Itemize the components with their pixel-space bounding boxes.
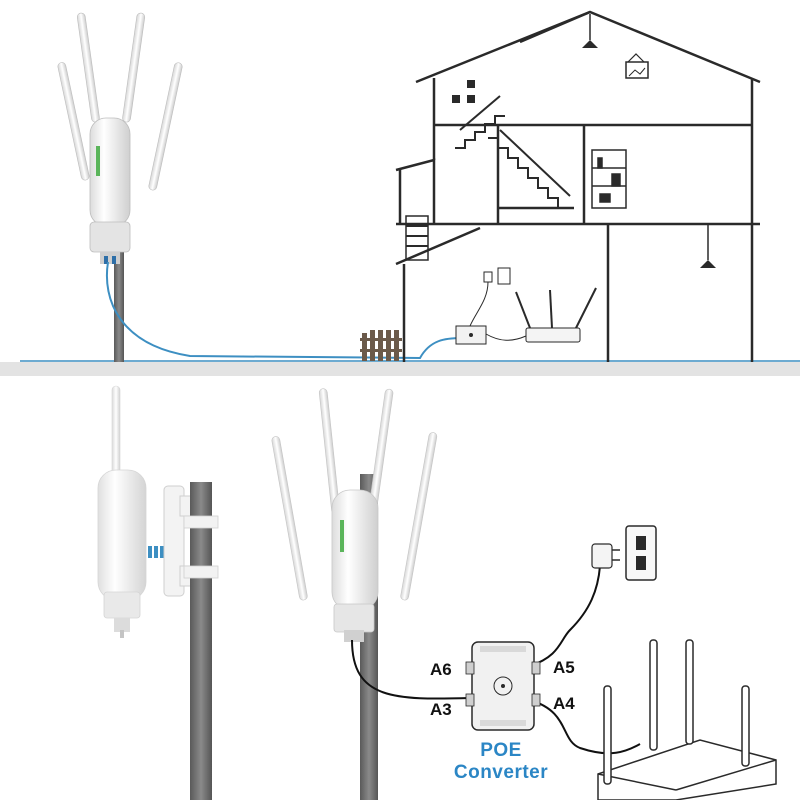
mount-pole (190, 482, 212, 800)
top-network-cable (106, 261, 463, 360)
top-antenna-1 (57, 62, 90, 181)
installed-access-point (271, 388, 438, 642)
fence (360, 330, 402, 361)
wall-socket (625, 525, 657, 581)
house-lan-cable (485, 333, 527, 341)
antenna-right-outer (400, 432, 438, 601)
router (597, 639, 777, 800)
mount-strap (183, 515, 219, 579)
top-pole (114, 238, 124, 362)
label-a3: A3 (430, 700, 452, 719)
house-poe-box (455, 325, 487, 345)
house-wall-outlet (483, 267, 511, 285)
bookshelf (591, 149, 627, 209)
label-a6: A6 (430, 660, 452, 679)
router-antenna-2 (649, 639, 658, 751)
label-a4: A4 (553, 694, 575, 713)
cable-to-a4 (529, 699, 641, 755)
top-access-point (57, 12, 183, 264)
wall-picture (625, 53, 649, 79)
staircase (405, 95, 571, 261)
ceiling-lamp-bottom (700, 224, 716, 268)
house-power-cable (469, 281, 489, 327)
top-antenna-2 (122, 12, 146, 123)
router-antenna-3 (685, 639, 694, 745)
mount-device (97, 385, 147, 638)
house-router (515, 287, 597, 343)
poe-converter-caption: POE Converter (436, 740, 566, 784)
router-antenna-1 (603, 685, 612, 785)
panel-divider (0, 362, 800, 376)
label-a5: A5 (553, 658, 575, 677)
house-cross-section (395, 10, 761, 362)
ceiling-lamp-top (582, 14, 598, 48)
power-adapter (591, 543, 620, 569)
mount-bracket (163, 485, 193, 597)
top-antenna-4 (148, 62, 183, 191)
poe-caption-line2: Converter (453, 762, 549, 783)
cable-to-a5 (529, 565, 601, 667)
cable-to-a3 (351, 639, 471, 700)
router-antenna-4 (741, 685, 750, 767)
top-antenna-3 (76, 12, 100, 123)
poe-converter-box (465, 641, 541, 731)
poe-caption-line1: POE (480, 740, 522, 761)
small-windows (452, 80, 475, 103)
antenna-left-outer (271, 436, 308, 601)
